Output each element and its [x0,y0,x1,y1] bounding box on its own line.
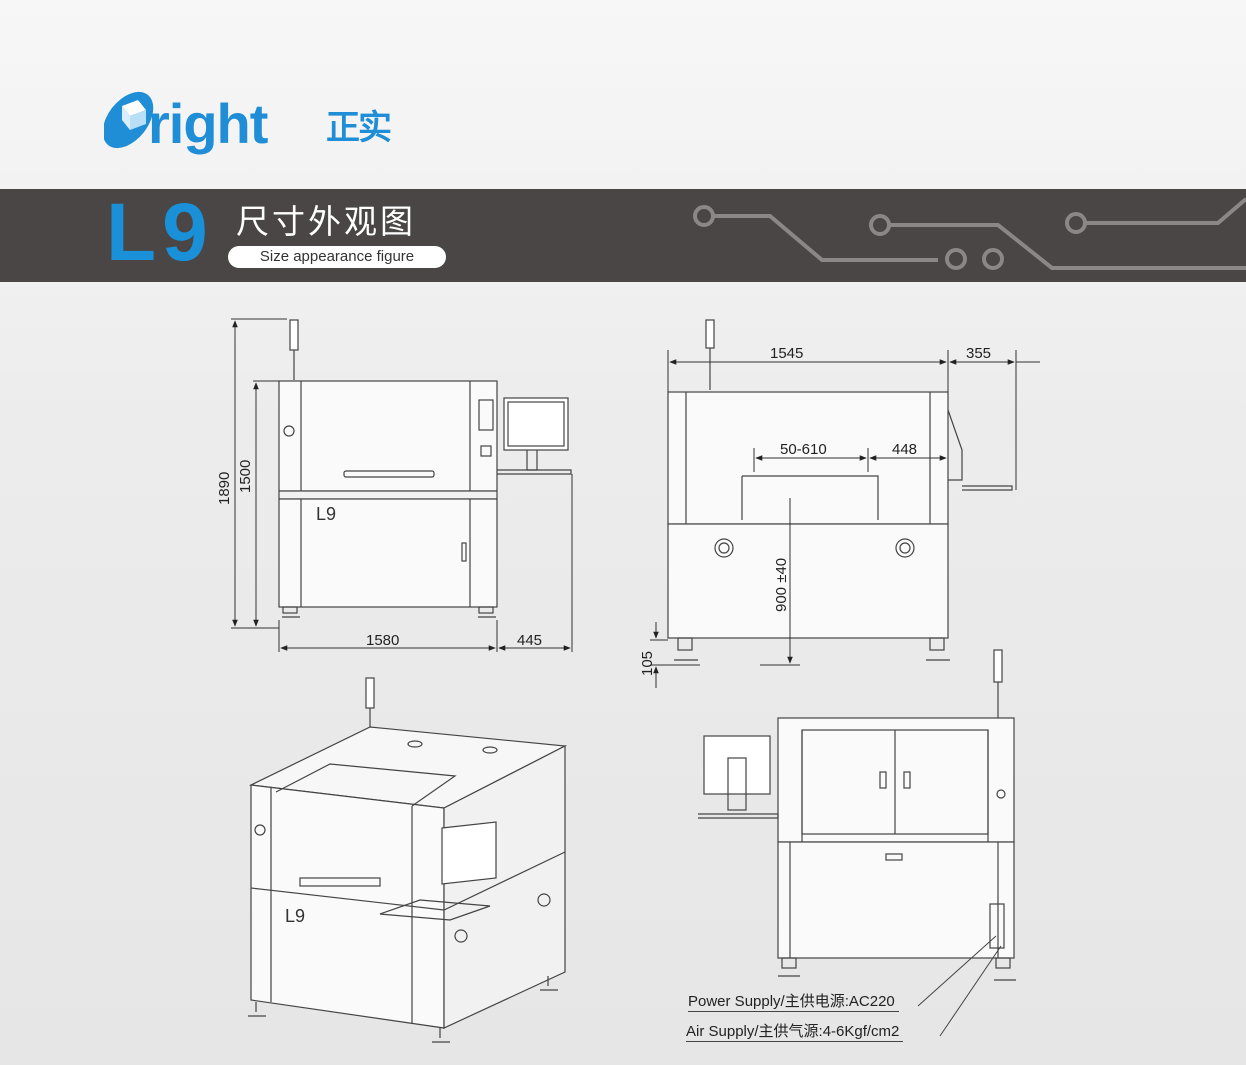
side-view-dimensions [650,350,1040,688]
front-view-dimensions [231,318,573,652]
dimension-rail-offset: 448 [892,441,917,458]
dimension-width-panel: 445 [517,632,542,649]
dimension-height-body: 1500 [237,460,254,493]
page-title-english: Size appearance figure [228,246,446,268]
front-machine-label: L9 [316,504,336,524]
page-title-chinese: 尺寸外观图 [236,202,416,241]
rear-view-drawing [698,649,1016,981]
front-view-drawing [278,319,572,618]
brand-logo-text: right [148,92,268,155]
dimension-height-total: 1890 [216,472,233,505]
rear-view-leader-lines [917,935,1002,1037]
iso-view-drawing [248,677,568,1043]
brand-logo-mark [104,91,154,149]
power-supply-note: Power Supply/主供电源:AC220 [688,990,899,1012]
side-view-drawing [667,319,1013,661]
dimension-rail-width: 50-610 [780,441,827,458]
circuit-decoration [693,197,1246,270]
brand-logo-chinese: 正实 [326,108,392,148]
technical-drawings: 1890 1500 1580 445 L9 [216,318,1040,1043]
air-supply-note: Air Supply/主供气源:4-6Kgf/cm2 [686,1020,904,1042]
dimension-transport-height: 900 ±40 [773,558,790,612]
model-number: L9 [106,187,214,278]
title-banner [0,189,1246,282]
dimension-foot-height: 105 [639,651,656,676]
dimension-depth-body: 1545 [770,345,803,362]
dimension-width-body: 1580 [366,632,399,649]
iso-machine-label: L9 [285,906,305,926]
dimension-depth-panel: 355 [966,345,991,362]
